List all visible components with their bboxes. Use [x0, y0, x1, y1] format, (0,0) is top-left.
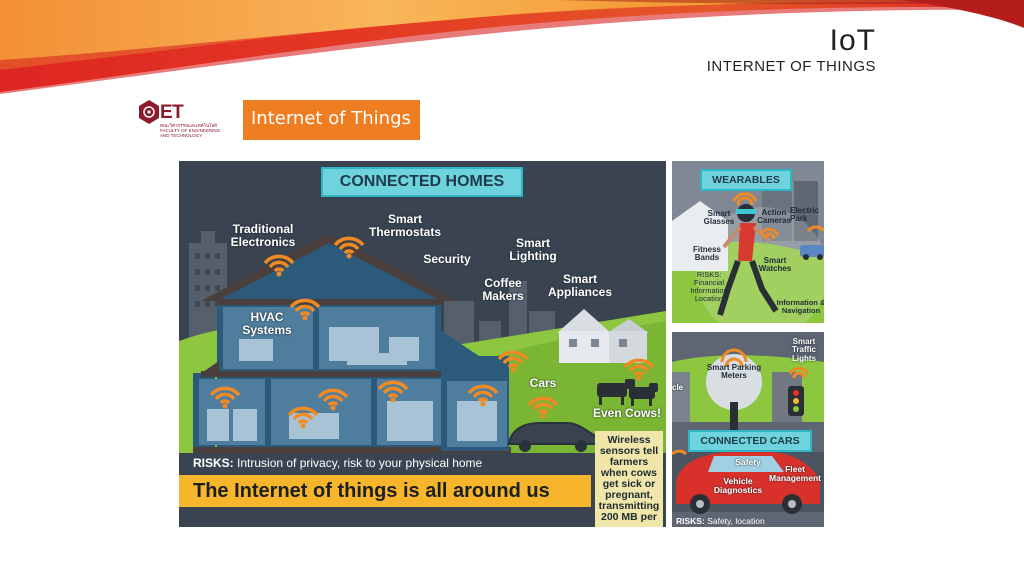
label-hvac-systems: HVAC Systems	[242, 310, 292, 337]
wearables-infographic: WEARABLES Smart Glasses Action Cameras E…	[672, 161, 824, 323]
homes-risks-text: Intrusion of privacy, risk to your physi…	[237, 456, 483, 470]
label-smart-lighting: Smart Lighting	[509, 236, 557, 263]
connected-homes-infographic: CONNECTED HOMES Traditional Electronics …	[179, 161, 666, 527]
cars-risks-label: RISKS:	[676, 516, 705, 526]
label-coffee-makers: Coffee Makers	[482, 276, 524, 303]
homes-tagline: The Internet of things is all around us	[179, 475, 591, 507]
connected-cars-illustration	[672, 332, 824, 527]
label-vehicle-diagnostics: Vehicle Diagnostics	[713, 476, 763, 495]
label-smart-parking-meters: Smart Parking Meters	[706, 363, 762, 381]
cars-risks-text: Safety, location	[707, 516, 765, 526]
label-smart-glasses: Smart Glasses	[703, 209, 735, 227]
label-cars-cut-text: cle	[672, 383, 684, 392]
label-action-cameras: Action Cameras	[757, 208, 791, 226]
topic-banner: Internet of Things	[243, 100, 420, 140]
homes-risks-label: RISKS:	[193, 456, 234, 470]
label-fitness-bands: Fitness Bands	[692, 245, 721, 263]
logo-text: ET	[160, 102, 184, 123]
slide-subtitle: INTERNET OF THINGS	[706, 58, 876, 75]
label-cars: Cars	[529, 376, 557, 390]
cars-risks: RISKS: Safety, location	[676, 516, 765, 526]
faculty-logo: ET คณะวิศวกรรมและเทคโนโลยี FACULTY OF EN…	[138, 99, 233, 143]
logo-subtext: คณะวิศวกรรมและเทคโนโลยี FACULTY OF ENGIN…	[160, 123, 221, 138]
connected-homes-heading: CONNECTED HOMES	[321, 167, 523, 197]
cow-sensor-note: Wireless sensors tell farmers when cows …	[595, 431, 663, 527]
wearables-heading: WEARABLES	[700, 169, 792, 191]
slide-title: IoT	[829, 24, 876, 57]
label-security: Security	[423, 252, 471, 266]
homes-risks: RISKS: Intrusion of privacy, risk to you…	[193, 456, 482, 470]
label-safety: Safety	[735, 457, 761, 467]
header-swoosh-decoration	[0, 0, 1024, 95]
label-electric-park: Electric Park	[790, 206, 819, 224]
label-wearables-risks: RISKS: Financial Information Location	[690, 270, 728, 303]
label-smart-appliances: Smart Appliances	[547, 272, 613, 299]
connected-cars-infographic: Smart Parking Meters Smart Traffic Light…	[672, 332, 824, 527]
label-information-navigation: Information & Navigation	[776, 298, 824, 315]
label-even-cows: Even Cows!	[592, 406, 661, 420]
label-traditional-electronics: Traditional Electronics	[230, 222, 296, 249]
label-fleet-management: Fleet Management	[769, 464, 821, 483]
label-smart-thermostats: Smart Thermostats	[368, 212, 442, 239]
label-smart-watches: Smart Watches	[758, 256, 792, 274]
label-smart-traffic-lights: Smart Traffic Lights	[791, 337, 816, 363]
connected-cars-heading: CONNECTED CARS	[688, 430, 812, 452]
logo-emblem-icon	[139, 100, 159, 124]
